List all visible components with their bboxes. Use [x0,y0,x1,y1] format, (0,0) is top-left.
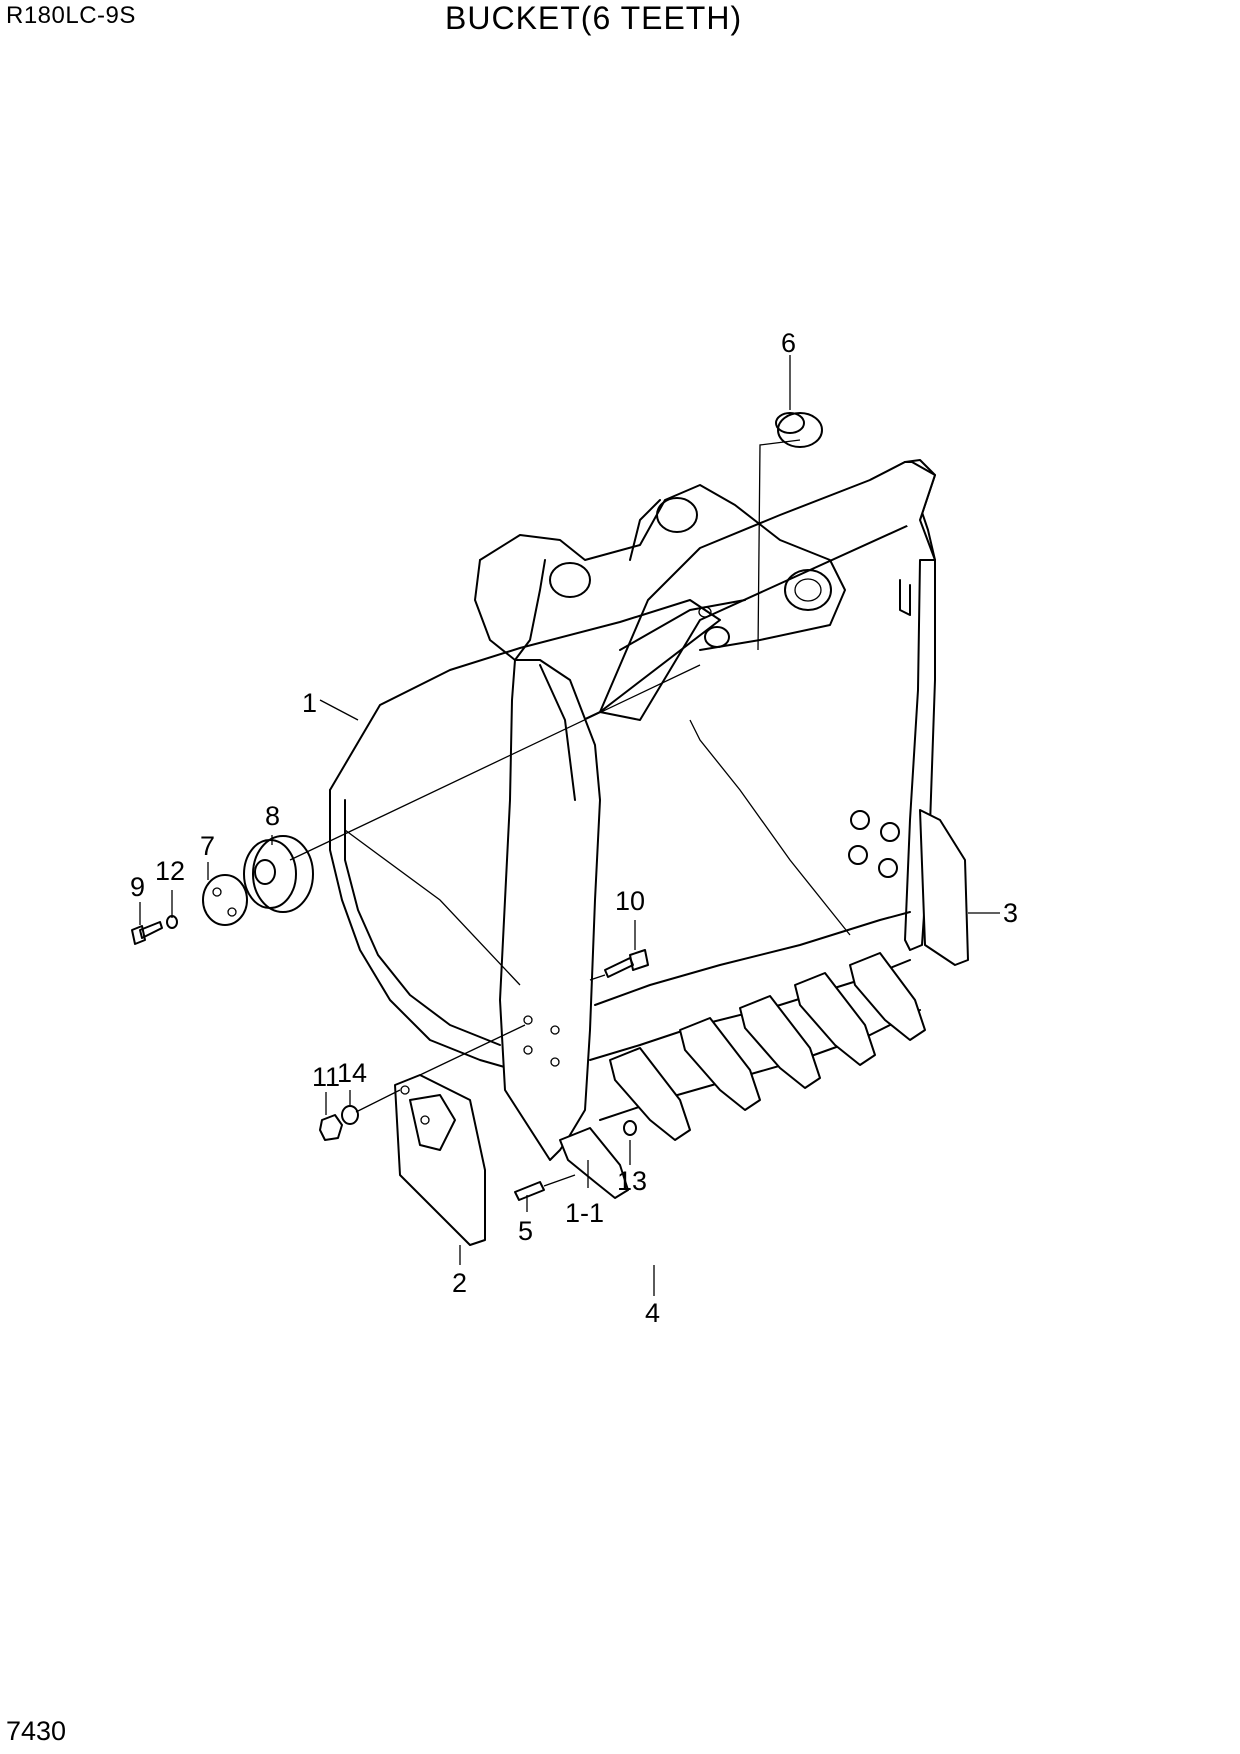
callout-12: 12 [155,856,185,886]
part-11-14-fasteners [319,1089,401,1141]
part-12-9-fasteners [131,915,178,945]
leader-lines [139,355,1000,1296]
part-6-bushing [757,412,823,651]
side-bolt-cluster [848,810,900,878]
callout-labels: 6 1 8 7 12 9 10 3 11 14 13 1-1 5 2 4 [130,328,1018,1328]
page-number: 7430 [6,1716,67,1746]
part-10-bolt [589,949,649,981]
callout-3: 3 [1003,898,1018,928]
callout-4: 4 [645,1298,660,1328]
part-7-washer [202,874,248,926]
callout-2: 2 [452,1268,467,1298]
model-code: R180LC-9S [6,2,136,29]
callout-5: 5 [518,1216,533,1246]
callout-13: 13 [617,1166,647,1196]
callout-9: 9 [130,872,145,902]
callout-10: 10 [615,886,645,916]
part-2-side-cutter [394,1024,526,1246]
part-3-side-protector [919,809,969,966]
callout-11: 11 [312,1062,340,1092]
callout-8: 8 [265,801,280,831]
callout-1: 1 [302,688,317,718]
part-8-adjuster [243,664,701,913]
callout-6: 6 [781,328,796,358]
callout-14: 14 [337,1058,367,1088]
bucket-teeth [559,952,926,1199]
part-5-13-pin-lock [514,1120,637,1201]
callout-7: 7 [200,831,215,861]
callout-1-1: 1-1 [565,1198,604,1228]
diagram-title: BUCKET(6 TEETH) [445,0,743,36]
